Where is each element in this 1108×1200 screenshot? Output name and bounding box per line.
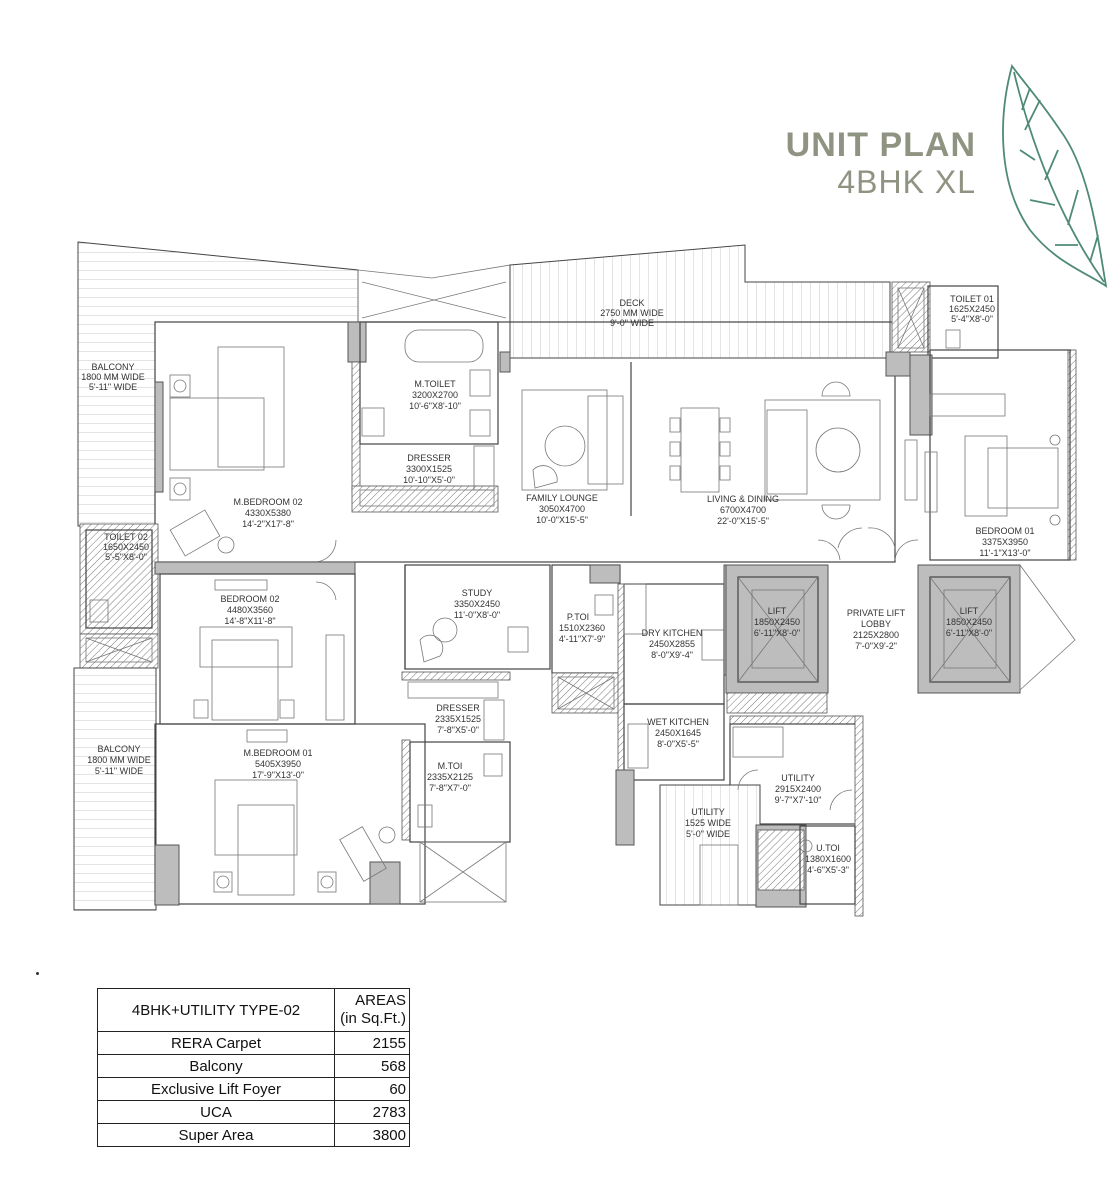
table-row: UCA 2783 — [97, 1100, 410, 1124]
unit-type-header: 4BHK+UTILITY TYPE-02 — [97, 988, 335, 1032]
unit-type-subtitle: 4BHK XL — [837, 164, 976, 200]
area-label: UCA — [97, 1100, 335, 1124]
deck — [509, 244, 891, 359]
stray-dot — [36, 972, 39, 975]
area-table-header: 4BHK+UTILITY TYPE-02 AREAS (in Sq.Ft.) — [97, 988, 410, 1032]
area-value: 2783 — [334, 1100, 410, 1124]
area-value: 60 — [334, 1077, 410, 1101]
area-value: 2155 — [334, 1031, 410, 1055]
area-value: 568 — [334, 1054, 410, 1078]
areas-header-line1: AREAS — [355, 992, 406, 1009]
page-title: UNIT PLAN — [785, 126, 976, 164]
balcony-bottom — [73, 667, 157, 911]
table-row: Exclusive Lift Foyer 60 — [97, 1077, 410, 1101]
area-label: RERA Carpet — [97, 1031, 335, 1055]
area-label: Balcony — [97, 1054, 335, 1078]
leaf-icon — [1002, 63, 1108, 288]
title-block: UNIT PLAN 4BHK XL — [786, 126, 976, 200]
table-row: RERA Carpet 2155 — [97, 1031, 410, 1055]
area-label: Super Area — [97, 1123, 335, 1147]
table-row: Balcony 568 — [97, 1054, 410, 1078]
area-label: Exclusive Lift Foyer — [97, 1077, 335, 1101]
area-value: 3800 — [334, 1123, 410, 1147]
areas-header-line2: (in Sq.Ft.) — [340, 1010, 406, 1027]
table-row: Super Area 3800 — [97, 1123, 410, 1147]
areas-header: AREAS (in Sq.Ft.) — [334, 988, 410, 1032]
area-table: 4BHK+UTILITY TYPE-02 AREAS (in Sq.Ft.) R… — [97, 988, 410, 1147]
